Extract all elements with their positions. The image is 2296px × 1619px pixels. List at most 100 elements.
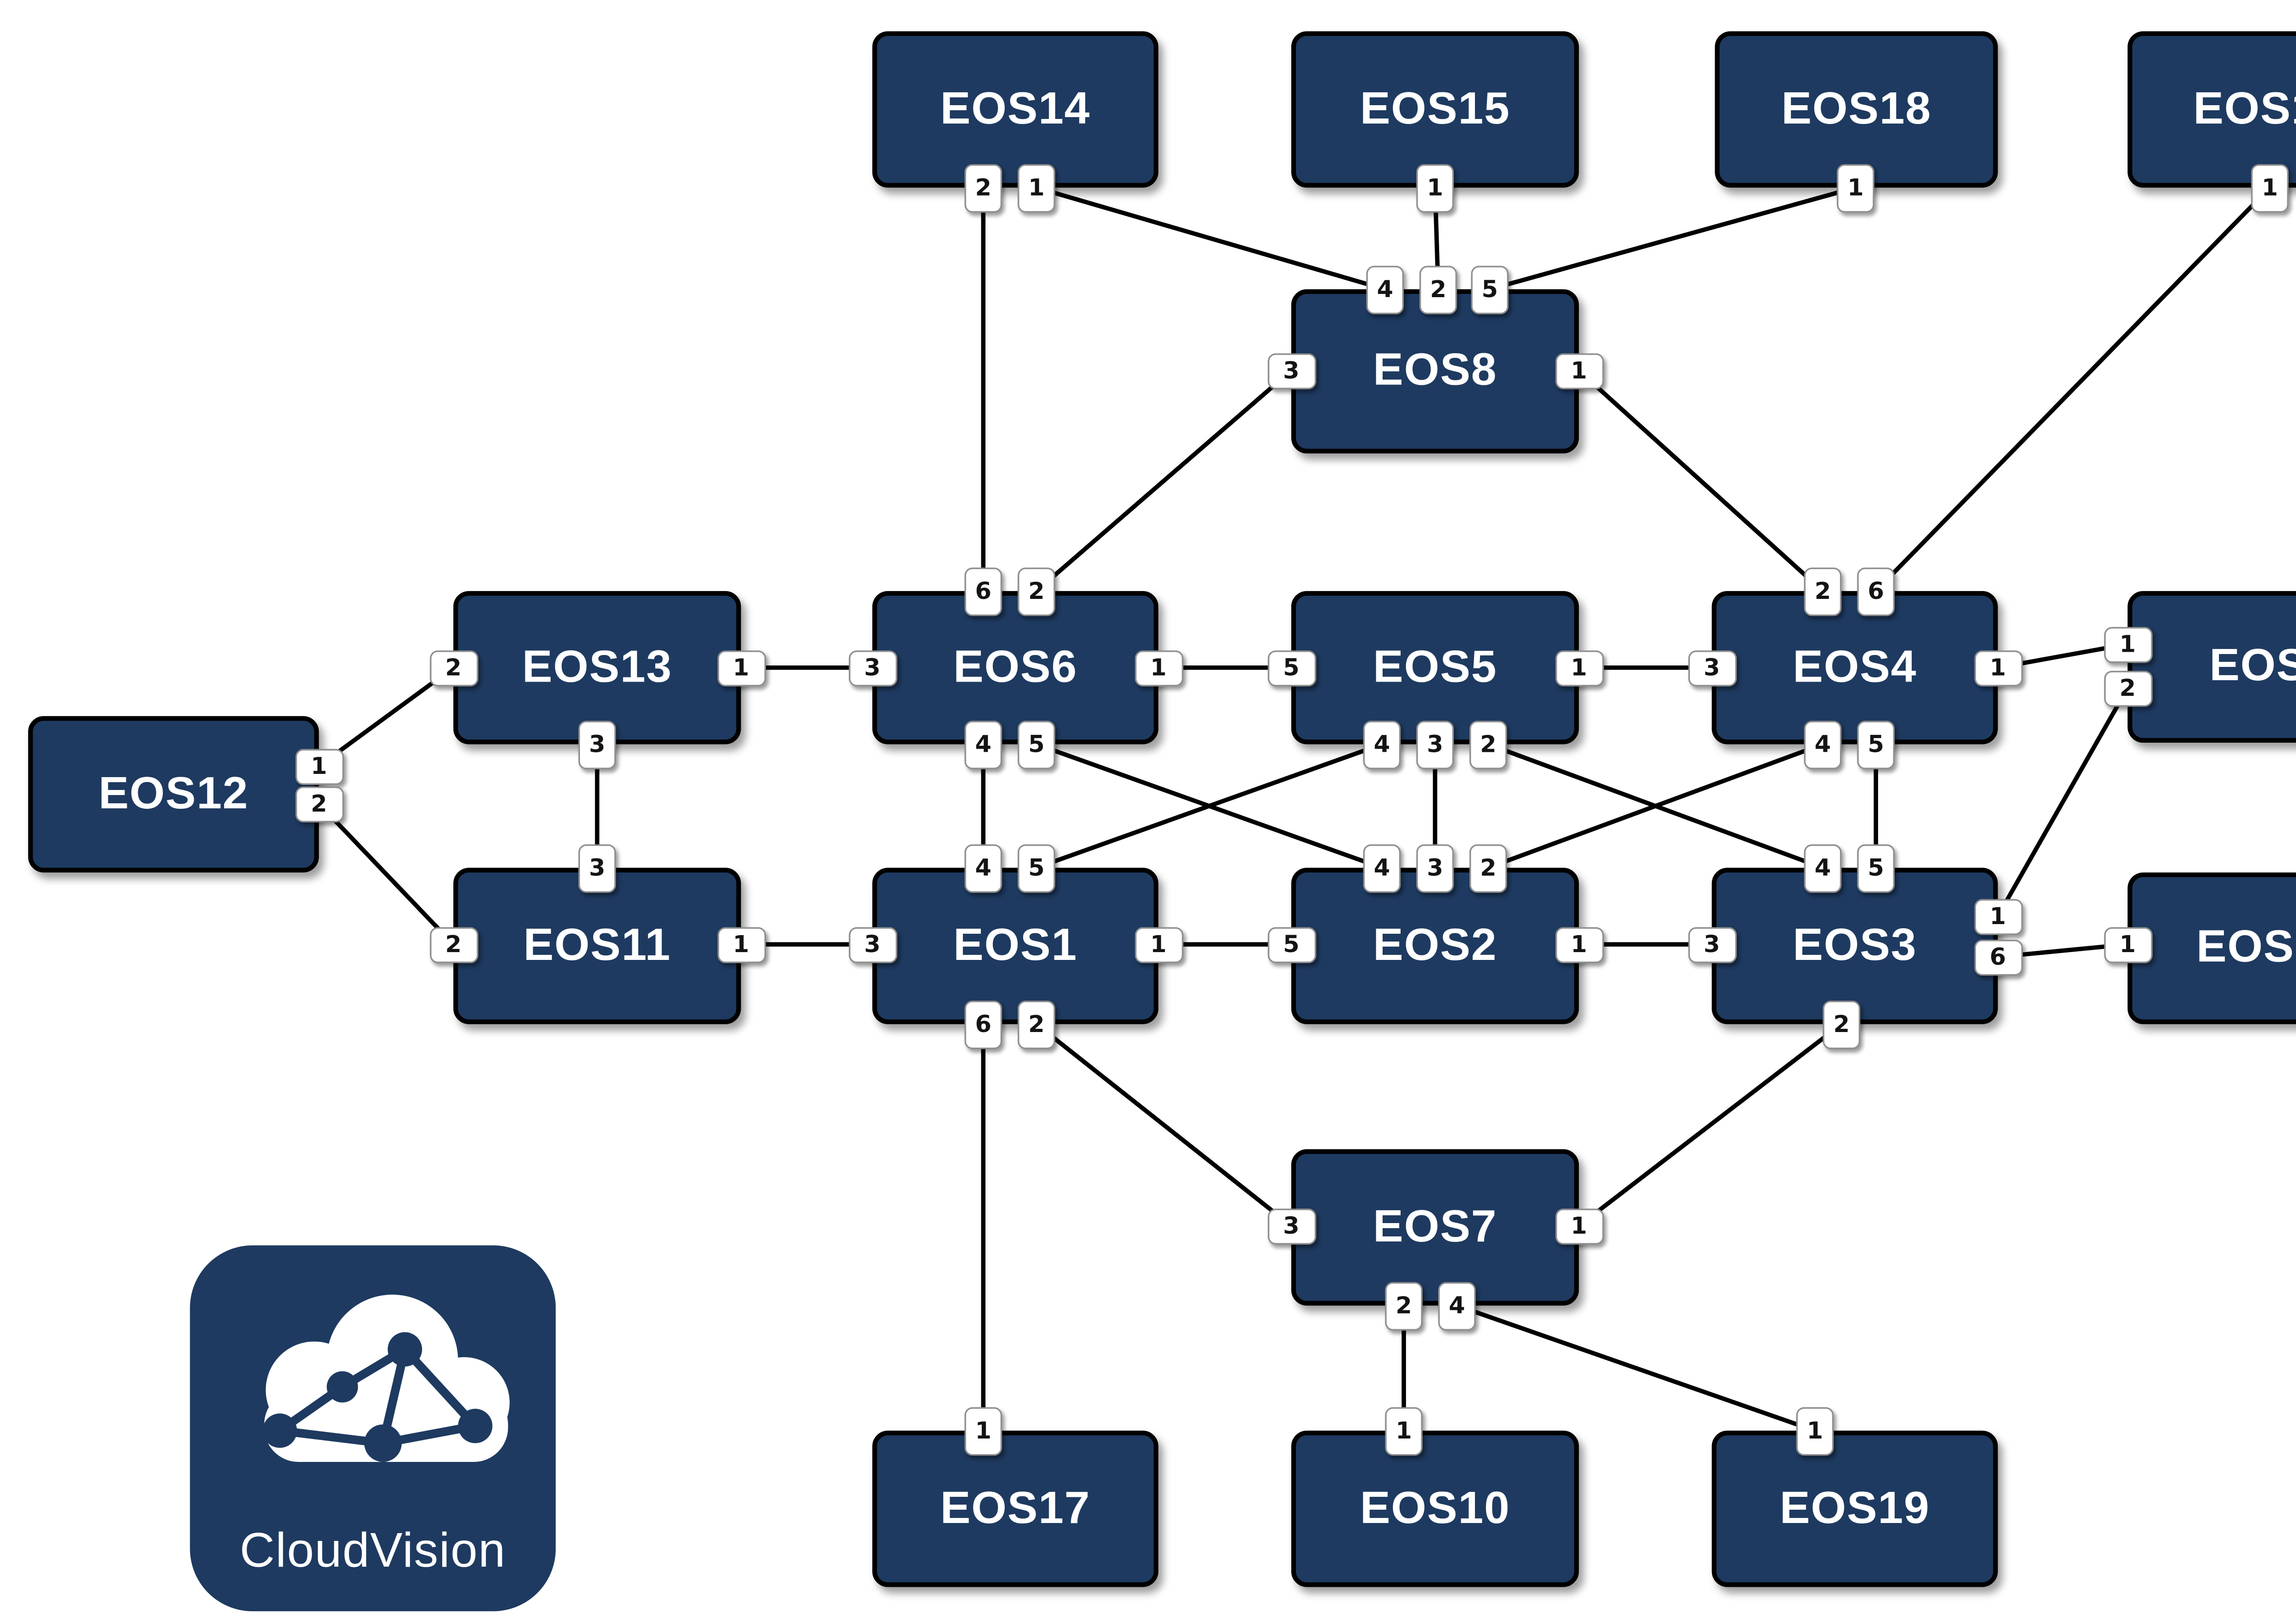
port-EOS5-4: 4 [1363, 720, 1401, 769]
link-EOS3:2-EOS7:1 [1576, 1022, 1844, 1228]
node-EOS20[interactable]: EOS20 [2127, 872, 2296, 1024]
port-EOS7-2: 2 [1385, 1281, 1423, 1330]
node-label-EOS17: EOS17 [940, 1483, 1091, 1533]
port-EOS11-3: 3 [578, 843, 616, 892]
node-label-EOS18: EOS18 [1781, 84, 1932, 134]
port-EOS4-5: 5 [1857, 720, 1895, 769]
port-EOS1-4: 4 [964, 843, 1002, 892]
node-EOS19[interactable]: EOS19 [1711, 1430, 1998, 1587]
port-EOS3-3: 3 [1687, 926, 1736, 963]
port-EOS16-1: 1 [2251, 163, 2289, 212]
port-EOS7-1: 1 [1554, 1207, 1604, 1244]
port-EOS1-2: 2 [1018, 1000, 1055, 1049]
port-EOS2-1: 1 [1554, 926, 1604, 963]
port-EOS4-2: 2 [1804, 567, 1842, 615]
port-EOS9-1: 1 [2103, 626, 2152, 662]
link-EOS14:1-EOS8:4 [1034, 185, 1387, 292]
port-EOS7-4: 4 [1438, 1281, 1476, 1330]
node-EOS4[interactable]: EOS4 [1711, 591, 1998, 745]
port-EOS12-2: 2 [294, 785, 343, 822]
port-EOS12-1: 1 [294, 748, 343, 784]
node-EOS1[interactable]: EOS1 [872, 868, 1159, 1024]
node-label-EOS20: EOS20 [2196, 922, 2296, 973]
port-EOS8-5: 5 [1471, 265, 1509, 314]
node-EOS6[interactable]: EOS6 [872, 591, 1159, 745]
link-EOS12:2-EOS11:2 [316, 801, 456, 947]
port-EOS6-4: 4 [964, 720, 1002, 769]
link-EOS8:3-EOS6:2 [1034, 368, 1294, 593]
port-EOS11-1: 1 [716, 926, 765, 963]
port-EOS1-5: 5 [1018, 843, 1055, 892]
port-EOS14-2: 2 [964, 163, 1002, 212]
link-EOS12:1-EOS13:2 [316, 665, 456, 768]
port-EOS10-1: 1 [1385, 1406, 1423, 1455]
port-EOS6-5: 5 [1018, 720, 1055, 769]
node-EOS18[interactable]: EOS18 [1715, 31, 1998, 188]
link-EOS7:4-EOS19:1 [1455, 1303, 1818, 1433]
port-EOS3-5: 5 [1857, 843, 1895, 892]
port-EOS1-6: 6 [964, 1000, 1002, 1049]
link-EOS18:1-EOS8:5 [1487, 185, 1858, 292]
port-EOS5-5: 5 [1267, 649, 1316, 686]
node-label-EOS10: EOS10 [1360, 1483, 1510, 1533]
node-EOS5[interactable]: EOS5 [1291, 591, 1579, 745]
node-EOS8[interactable]: EOS8 [1291, 289, 1579, 454]
node-label-EOS16: EOS16 [2193, 84, 2296, 134]
port-EOS4-3: 3 [1687, 649, 1736, 686]
node-label-EOS19: EOS19 [1779, 1483, 1930, 1533]
node-EOS9[interactable]: EOS9 [2127, 591, 2296, 743]
node-EOS7[interactable]: EOS7 [1291, 1149, 1579, 1306]
node-label-EOS12: EOS12 [98, 768, 249, 819]
node-label-EOS9: EOS9 [2209, 641, 2296, 691]
port-EOS19-1: 1 [1796, 1406, 1834, 1455]
port-EOS4-6: 6 [1857, 567, 1895, 615]
port-EOS7-3: 3 [1267, 1207, 1316, 1244]
port-EOS11-2: 2 [429, 926, 478, 963]
port-EOS8-3: 3 [1267, 352, 1316, 389]
port-EOS8-4: 4 [1366, 265, 1404, 314]
node-EOS14[interactable]: EOS14 [872, 31, 1159, 188]
port-EOS2-4: 4 [1363, 843, 1401, 892]
node-EOS11[interactable]: EOS11 [453, 868, 741, 1024]
port-EOS4-1: 1 [1973, 649, 2022, 686]
port-EOS5-3: 3 [1416, 720, 1454, 769]
node-label-EOS4: EOS4 [1793, 642, 1917, 692]
node-label-EOS2: EOS2 [1373, 920, 1497, 970]
link-EOS8:1-EOS4:2 [1576, 368, 1825, 593]
logo-label: CloudVision [240, 1523, 506, 1577]
node-EOS15[interactable]: EOS15 [1291, 31, 1579, 188]
port-EOS4-4: 4 [1804, 720, 1842, 769]
port-EOS20-1: 1 [2103, 926, 2152, 963]
port-EOS2-5: 5 [1267, 926, 1316, 963]
node-EOS17[interactable]: EOS17 [872, 1430, 1159, 1587]
node-label-EOS8: EOS8 [1373, 345, 1497, 396]
node-label-EOS15: EOS15 [1360, 84, 1510, 134]
node-label-EOS3: EOS3 [1793, 920, 1917, 970]
node-label-EOS1: EOS1 [953, 920, 1078, 970]
port-EOS9-2: 2 [2103, 670, 2152, 706]
port-EOS3-2: 2 [1823, 1000, 1861, 1049]
port-EOS8-2: 2 [1419, 265, 1457, 314]
node-EOS16[interactable]: EOS16 [2127, 31, 2296, 188]
port-EOS6-2: 2 [1018, 567, 1055, 615]
node-EOS12[interactable]: EOS12 [28, 716, 319, 873]
port-EOS6-1: 1 [1134, 649, 1183, 686]
link-EOS1:2-EOS7:3 [1034, 1022, 1294, 1228]
port-EOS1-3: 3 [848, 926, 897, 963]
port-EOS14-1: 1 [1018, 163, 1055, 212]
port-EOS13-2: 2 [429, 649, 478, 686]
port-EOS6-6: 6 [964, 567, 1002, 615]
port-EOS1-1: 1 [1134, 926, 1183, 963]
port-EOS8-1: 1 [1554, 352, 1604, 389]
port-EOS13-3: 3 [578, 720, 616, 769]
node-EOS10[interactable]: EOS10 [1291, 1430, 1579, 1587]
node-label-EOS11: EOS11 [523, 920, 671, 970]
node-label-EOS5: EOS5 [1373, 642, 1497, 692]
port-EOS18-1: 1 [1837, 163, 1874, 212]
node-label-EOS6: EOS6 [953, 642, 1078, 692]
port-EOS6-3: 3 [848, 649, 897, 686]
node-EOS13[interactable]: EOS13 [453, 591, 741, 745]
port-EOS5-2: 2 [1469, 720, 1507, 769]
node-label-EOS7: EOS7 [1373, 1202, 1497, 1252]
